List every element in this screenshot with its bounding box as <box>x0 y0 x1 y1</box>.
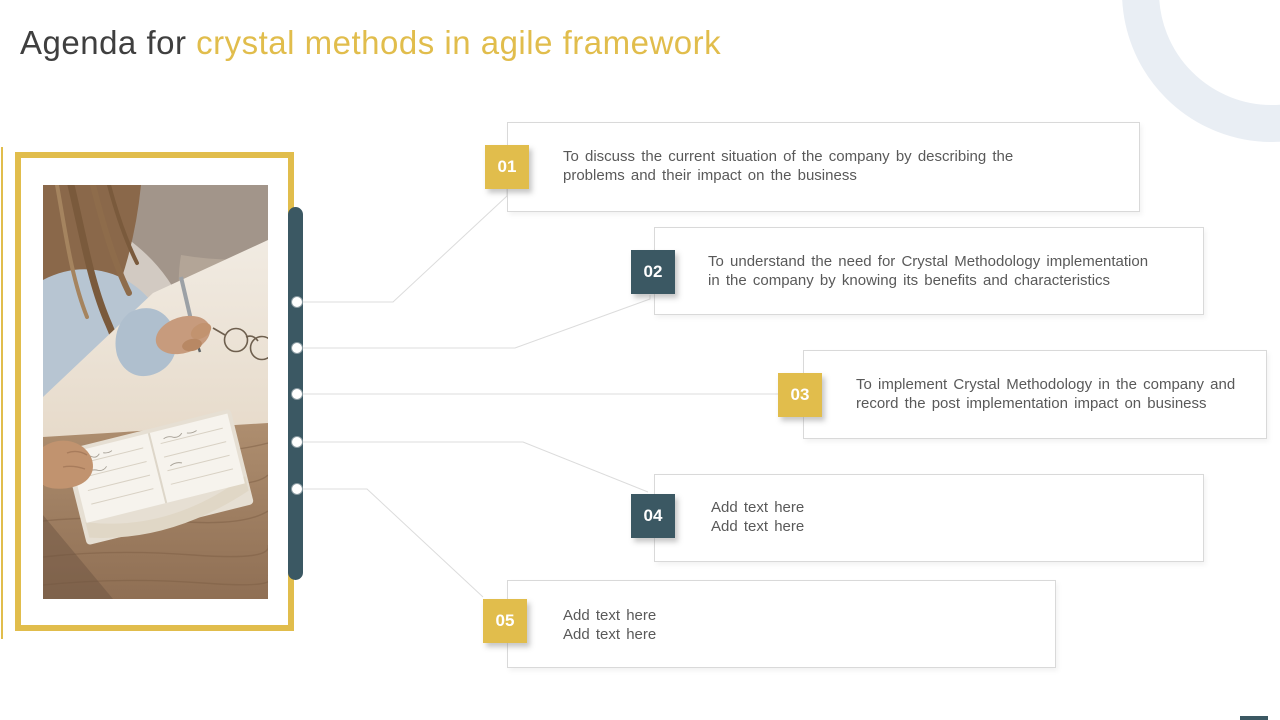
agenda-text-5-line-1: Add text here <box>563 607 657 624</box>
agenda-text-4-line-1: Add text here <box>711 499 805 516</box>
agenda-text-4-line-2: Add text here <box>711 518 805 535</box>
agenda-text-2[interactable]: To understand the need for Crystal Metho… <box>708 252 1148 290</box>
timeline-dot-5 <box>292 484 302 494</box>
agenda-text-5[interactable]: Add text here Add text here <box>563 606 656 644</box>
agenda-text-2-line-1: To understand the need for Crystal Metho… <box>708 253 1149 270</box>
notebook-writing-photo <box>43 185 268 599</box>
agenda-text-3-line-1: To implement Crystal Methodology in the … <box>856 376 1236 393</box>
agenda-text-3-line-2: record the post implementation impact on… <box>856 395 1207 412</box>
agenda-badge-5: 05 <box>483 599 527 643</box>
agenda-badge-3: 03 <box>778 373 822 417</box>
agenda-badge-1: 01 <box>485 145 529 189</box>
timeline-dot-1 <box>292 297 302 307</box>
timeline-dot-2 <box>292 343 302 353</box>
agenda-card-4[interactable] <box>654 474 1204 562</box>
agenda-text-1-line-1: To discuss the current situation of the … <box>563 148 1014 165</box>
title-prefix: Agenda for <box>20 24 197 61</box>
agenda-card-1[interactable] <box>507 122 1140 212</box>
agenda-card-5[interactable] <box>507 580 1056 668</box>
page-title[interactable]: Agenda for crystal methods in agile fram… <box>20 24 721 62</box>
agenda-badge-2: 02 <box>631 250 675 294</box>
agenda-card-3[interactable] <box>803 350 1267 439</box>
title-highlight: crystal methods in agile framework <box>196 24 722 61</box>
agenda-badge-4: 04 <box>631 494 675 538</box>
agenda-text-2-line-2: in the company by knowing its benefits a… <box>708 272 1111 289</box>
agenda-text-5-line-2: Add text here <box>563 626 657 643</box>
timeline-dot-4 <box>292 437 302 447</box>
ring-decoration <box>1122 0 1280 142</box>
agenda-text-1[interactable]: To discuss the current situation of the … <box>563 147 1013 185</box>
agenda-text-3[interactable]: To implement Crystal Methodology in the … <box>856 375 1235 413</box>
left-accent-line <box>1 147 3 639</box>
agenda-card-2[interactable] <box>654 227 1204 315</box>
timeline-dot-3 <box>292 389 302 399</box>
agenda-text-4[interactable]: Add text here Add text here <box>711 498 804 536</box>
agenda-text-1-line-2: problems and their impact on the busines… <box>563 167 857 184</box>
footer-accent-bar <box>1240 716 1268 720</box>
